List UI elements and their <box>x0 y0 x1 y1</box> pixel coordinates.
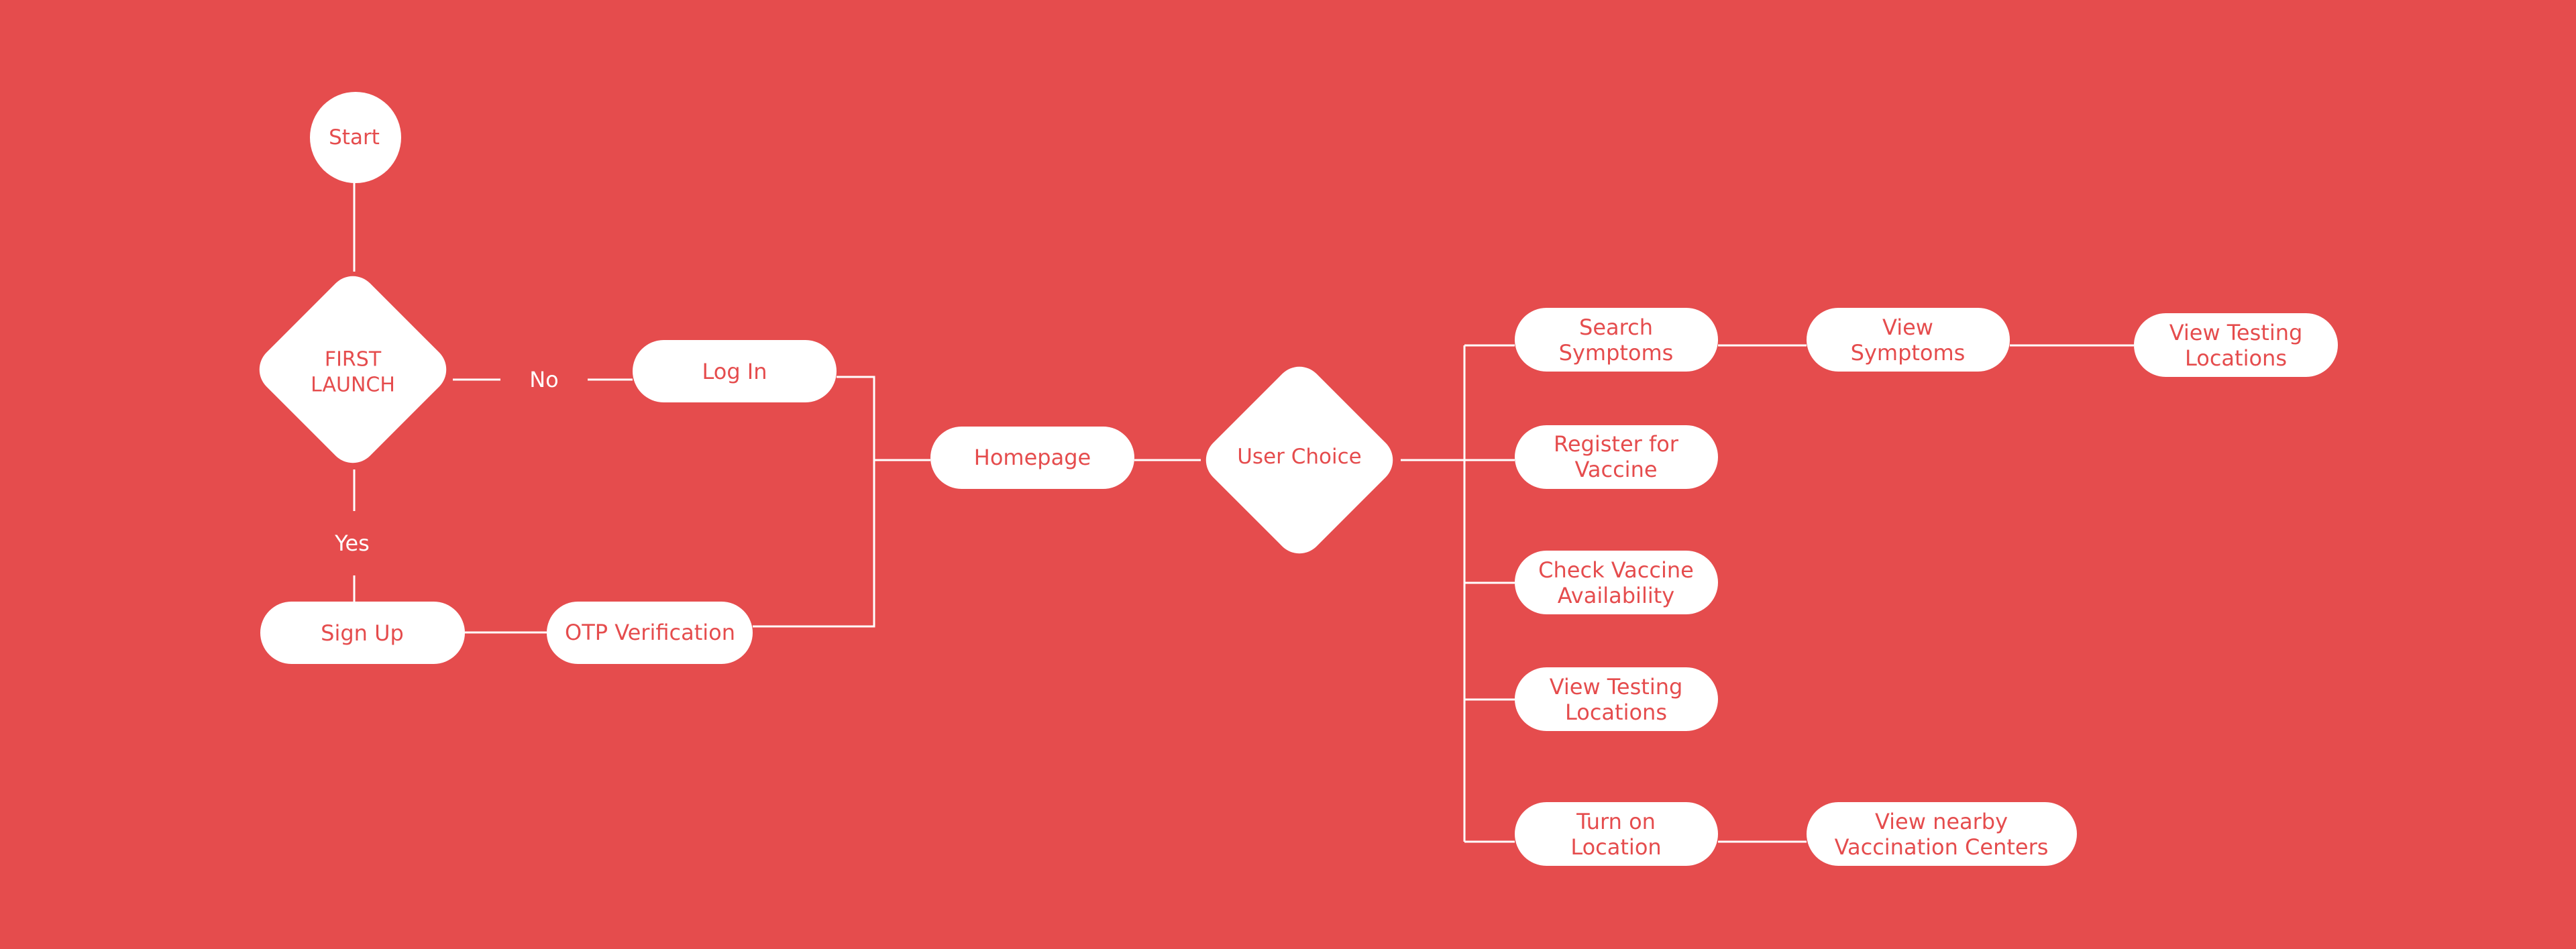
node-label: Homepage <box>974 445 1091 470</box>
node-label-line: OTP Verification <box>565 620 735 645</box>
node-label-line: View Testing <box>2169 320 2303 345</box>
node-label-line: Vaccine <box>1574 457 1657 482</box>
node-label-line: User Choice <box>1237 445 1362 469</box>
homepage-pill <box>930 427 1134 489</box>
connectors <box>353 182 2134 843</box>
node-label-line: Turn on <box>1576 809 1656 834</box>
node-label-line: Register for <box>1554 431 1679 457</box>
node-label-line: View Testing <box>1550 674 1683 700</box>
search-symptoms-pill <box>1515 308 1718 372</box>
turn-on-location-pill <box>1515 802 1718 866</box>
node-label: Log In <box>702 359 767 384</box>
node-label-line: FIRST <box>325 348 382 372</box>
log-in-pill <box>633 340 837 402</box>
node-label-line: View nearby <box>1875 809 2008 834</box>
view-symptoms-pill <box>1807 308 2010 372</box>
connector-log-in-merge <box>753 376 875 628</box>
node-label: Sign Up <box>321 620 404 646</box>
view-testing-locations-pill <box>1515 667 1718 731</box>
start-circle <box>310 92 401 183</box>
node-log-in: Log In <box>633 340 837 402</box>
node-label-line: Location <box>1570 834 1661 860</box>
node-label-line: Vaccination Centers <box>1835 834 2049 860</box>
node-otp-verification: OTP Verification <box>547 602 753 664</box>
node-sign-up: Sign Up <box>260 602 465 664</box>
user-choice-diamond <box>1205 366 1393 554</box>
node-label-line: Symptoms <box>1851 340 1966 366</box>
node-label-line: Locations <box>2185 345 2287 371</box>
node-label: OTP Verification <box>565 620 735 645</box>
node-label: Start <box>329 125 380 150</box>
node-label-line: Sign Up <box>321 620 404 646</box>
node-label-line: Locations <box>1565 700 1667 725</box>
node-label-line: Homepage <box>974 445 1091 470</box>
node-label-line: Search <box>1579 315 1653 340</box>
node-label-line: LAUNCH <box>311 374 395 397</box>
view-testing-locations-top-pill <box>2134 313 2338 377</box>
register-vaccine-pill <box>1515 425 1718 489</box>
node-label-line: Log In <box>702 359 767 384</box>
node-label: User Choice <box>1237 445 1362 469</box>
check-vaccine-availability-pill <box>1515 551 1718 614</box>
view-nearby-vaccination-centers-pill <box>1807 802 2077 866</box>
node-label-line: Symptoms <box>1559 340 1674 366</box>
node-homepage: Homepage <box>930 427 1134 489</box>
sign-up-pill <box>260 602 465 664</box>
node-label-line: Start <box>329 125 380 150</box>
node-user-choice: User Choice <box>1205 366 1393 554</box>
node-label-line: Check Vaccine <box>1538 557 1694 583</box>
first-launch-diamond <box>259 276 447 463</box>
edge-label-no: No <box>529 367 559 392</box>
node-start: Start <box>310 92 401 183</box>
node-label-line: Availability <box>1558 583 1674 608</box>
otp-verification-pill <box>547 602 753 664</box>
edge-label-yes: Yes <box>334 531 370 556</box>
node-label-line: View <box>1882 315 1933 340</box>
